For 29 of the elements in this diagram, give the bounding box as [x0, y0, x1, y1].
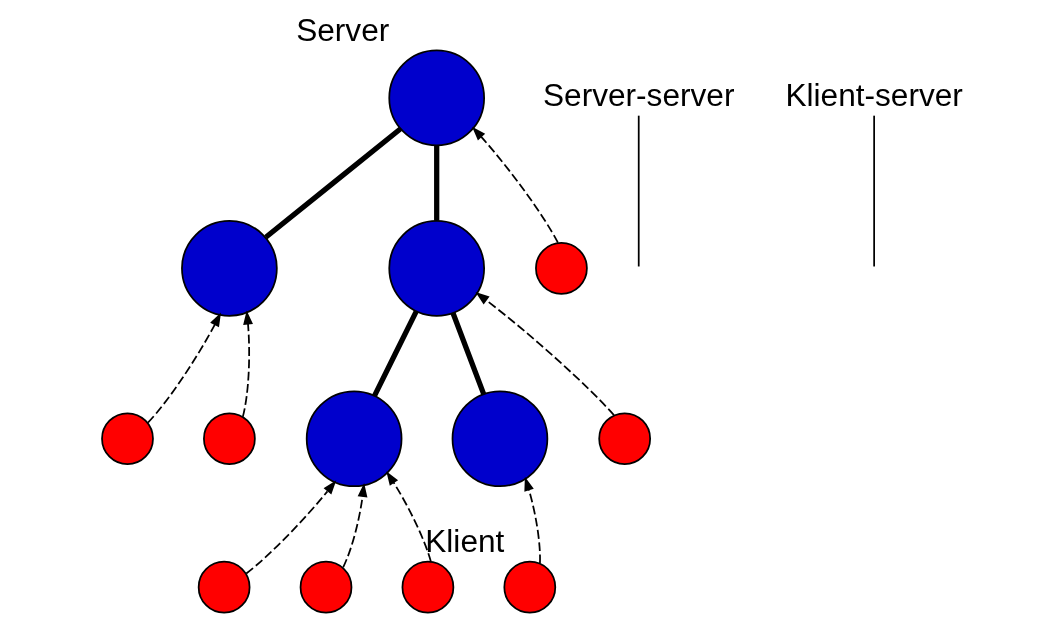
- node-circle: [598, 412, 651, 466]
- connector: [434, 145, 440, 221]
- arrow: [342, 482, 368, 569]
- arrow: [241, 310, 253, 418]
- node-circle: [388, 220, 485, 317]
- node-label: Server: [296, 11, 390, 48]
- node-circle: [299, 560, 353, 614]
- node-circle: [197, 560, 251, 614]
- node-circle: [535, 241, 588, 295]
- arrow: [386, 471, 432, 563]
- node-label: Klient: [425, 522, 505, 559]
- arrow: [524, 476, 541, 565]
- connector: [264, 126, 403, 240]
- node-circle: [503, 560, 557, 614]
- node-circle: [451, 390, 549, 488]
- node-text: Server-server: [543, 76, 735, 113]
- connector: [637, 114, 640, 268]
- node-circle: [203, 412, 256, 466]
- node-text: Klient-server: [785, 76, 963, 113]
- arrow: [475, 292, 615, 416]
- node-circle: [181, 220, 278, 317]
- node-circle: [101, 412, 154, 466]
- connector: [450, 312, 487, 396]
- connector: [372, 310, 419, 397]
- node-circle: [401, 560, 455, 614]
- arrow: [147, 312, 222, 424]
- connector: [873, 114, 875, 268]
- arrow: [472, 126, 559, 244]
- arrow: [245, 480, 337, 575]
